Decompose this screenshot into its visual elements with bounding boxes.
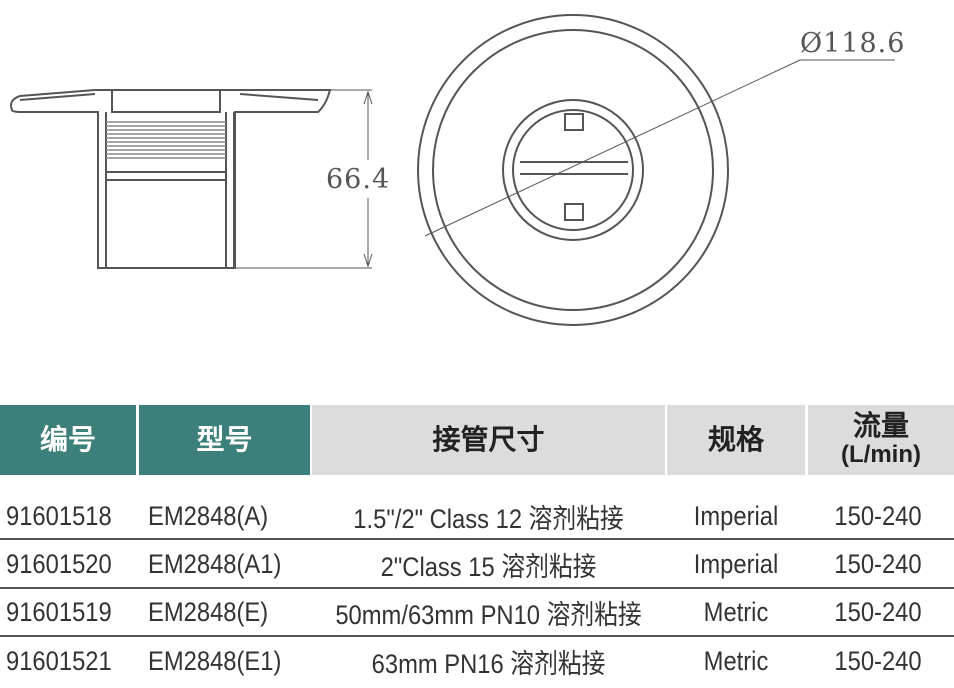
table-row: 91601521 EM2848(E1) 63mm PN16 溶剂粘接 Metri…: [0, 637, 954, 685]
flow-cell: 150-240: [834, 548, 922, 579]
flow-cell: 150-240: [834, 645, 922, 676]
standard-cell: Metric: [703, 596, 769, 627]
code-cell: 91601521: [6, 645, 112, 676]
code-cell: 91601520: [6, 548, 112, 579]
model-cell: EM2848(A): [148, 500, 269, 531]
flow-cell: 150-240: [834, 596, 922, 627]
header-connection: 接管尺寸: [312, 405, 665, 475]
header-flow-unit: (L/min): [841, 441, 921, 469]
standard-cell: Imperial: [693, 548, 779, 579]
row-divider: [0, 635, 954, 637]
code-cell: 91601518: [6, 500, 112, 531]
model-cell: EM2848(A1): [148, 548, 282, 579]
header-flow: 流量 (L/min): [808, 405, 954, 475]
row-divider: [0, 587, 954, 589]
side-view: [10, 89, 373, 269]
connection-cell: 63mm PN16 溶剂粘接: [371, 648, 606, 679]
connection-cell: 50mm/63mm PN10 溶剂粘接: [335, 599, 642, 630]
standard-cell: Imperial: [693, 500, 779, 531]
model-cell: EM2848(E1): [148, 645, 282, 676]
connection-cell: 2"Class 15 溶剂粘接: [380, 551, 597, 582]
technical-drawing: [10, 14, 895, 326]
standard-cell: Metric: [703, 645, 769, 676]
row-divider: [0, 538, 954, 540]
table-row: 91601520 EM2848(A1) 2"Class 15 溶剂粘接 Impe…: [0, 540, 954, 588]
table-row: 91601519 EM2848(E) 50mm/63mm PN10 溶剂粘接 M…: [0, 588, 954, 636]
header-model: 型号: [139, 405, 310, 475]
height-dimension-label: 66.4: [326, 164, 391, 195]
code-cell: 91601519: [6, 596, 112, 627]
table-row: 91601518 EM2848(A) 1.5"/2" Class 12 溶剂粘接…: [0, 492, 954, 540]
front-view: [417, 14, 895, 326]
header-code: 编号: [0, 405, 136, 475]
model-cell: EM2848(E): [148, 596, 269, 627]
connection-cell: 1.5"/2" Class 12 溶剂粘接: [353, 503, 624, 534]
header-standard: 规格: [667, 405, 805, 475]
flow-cell: 150-240: [834, 500, 922, 531]
header-flow-label: 流量: [852, 410, 909, 442]
diameter-dimension-label: Ø118.6: [800, 28, 906, 59]
